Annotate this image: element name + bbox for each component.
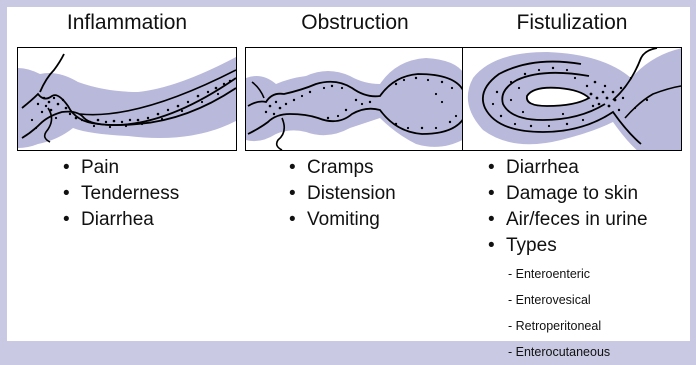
list-item: •Diarrhea (63, 207, 179, 233)
list-item: •Distension (289, 181, 396, 207)
obstruction-bullet-list: •Cramps •Distension •Vomiting (289, 155, 396, 233)
fistulization-bullet-list: •Diarrhea •Damage to skin •Air/feces in … (488, 155, 648, 365)
panel-title: Obstruction (245, 11, 465, 35)
inflammation-illustration (17, 47, 237, 151)
list-item: •Air/feces in urine (488, 207, 648, 233)
fistula-type-item: - Enteroenteric (508, 261, 648, 287)
fistula-types-list: - Enteroenteric - Enterovesical - Retrop… (508, 261, 648, 365)
fistulization-illustration (462, 47, 682, 151)
fistula-type-item: - Retroperitoneal (508, 313, 648, 339)
list-item: •Cramps (289, 155, 396, 181)
fistula-type-item: - Enterovesical (508, 287, 648, 313)
list-item: •Tenderness (63, 181, 179, 207)
inflammation-bullet-list: •Pain •Tenderness •Diarrhea (63, 155, 179, 233)
panel-title: Inflammation (17, 11, 237, 35)
list-item: •Diarrhea (488, 155, 648, 181)
obstruction-illustration (245, 47, 465, 151)
list-item: •Damage to skin (488, 181, 648, 207)
figure-frame: Inflammation (7, 7, 690, 341)
list-item: •Vomiting (289, 207, 396, 233)
panel-title: Fistulization (462, 11, 682, 35)
fistula-type-item: - Enterocutaneous (508, 339, 648, 365)
list-item: •Pain (63, 155, 179, 181)
list-item: •Types - Enteroenteric - Enterovesical -… (488, 233, 648, 365)
